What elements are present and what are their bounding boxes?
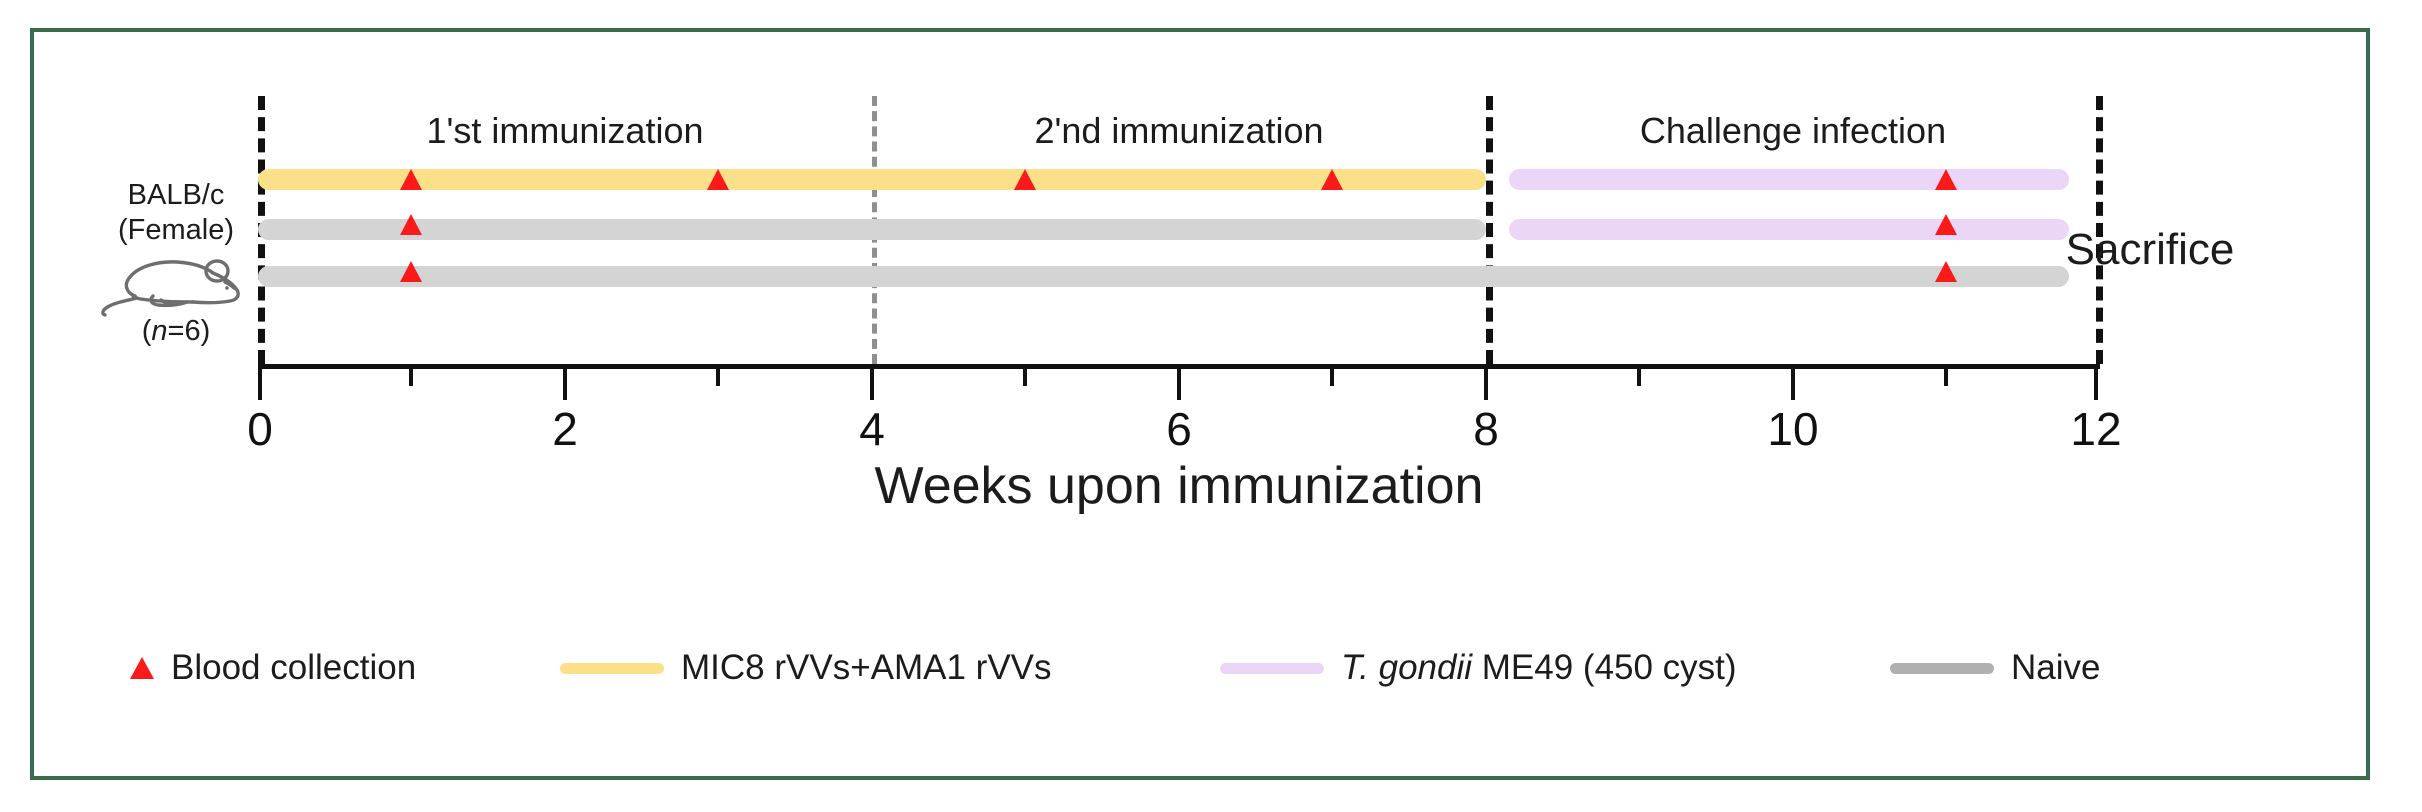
x-axis-line	[258, 364, 2100, 369]
blood-collection-marker	[707, 169, 729, 190]
x-tick-minor	[716, 367, 720, 386]
x-tick-major	[870, 367, 874, 400]
strain-label: BALB/c	[127, 179, 225, 211]
line-swatch-icon	[1890, 662, 1994, 674]
x-tick-label: 10	[1767, 403, 1819, 455]
x-tick-major	[258, 367, 262, 400]
legend-item-vaccine: MIC8 rVVs+AMA1 rVVs	[560, 648, 1220, 688]
legend-item-naive: Naive	[1890, 648, 2100, 688]
phase-title-1: 1'st immunization	[426, 110, 704, 151]
x-tick-label: 12	[2070, 403, 2122, 455]
divider-week-8	[1486, 96, 1493, 364]
x-tick-label: 2	[552, 403, 578, 455]
x-tick-minor	[409, 367, 413, 386]
blood-collection-marker	[400, 169, 422, 190]
legend: Blood collection MIC8 rVVs+AMA1 rVVs T. …	[130, 648, 2100, 688]
phase-title-2: 2'nd immunization	[1034, 110, 1324, 151]
x-tick-major	[1177, 367, 1181, 400]
legend-label-rest: ME49 (450 cyst)	[1472, 648, 1737, 687]
x-tick-label: 8	[1473, 403, 1499, 455]
mouse-icon	[101, 259, 240, 317]
bar-naive-row3	[258, 266, 2069, 287]
divider-week-12	[2096, 96, 2103, 364]
blood-collection-marker	[400, 214, 422, 235]
bar-immunization-row1	[258, 169, 1486, 190]
x-tick-major	[2094, 367, 2098, 400]
figure-border	[30, 28, 2370, 780]
x-tick-minor	[1023, 367, 1027, 386]
legend-item-challenge: T. gondii ME49 (450 cyst)	[1220, 648, 1890, 688]
x-tick-minor	[1944, 367, 1948, 386]
x-tick-label: 4	[859, 403, 885, 455]
legend-label: Blood collection	[171, 648, 417, 687]
triangle-icon	[130, 657, 154, 679]
blood-collection-marker	[1935, 169, 1957, 190]
timeline-plot: 1'st immunization 2'nd immunization Chal…	[247, 96, 2122, 455]
legend-item-blood-collection: Blood collection	[130, 648, 560, 688]
x-tick-major	[563, 367, 567, 400]
blood-collection-marker	[1321, 169, 1343, 190]
legend-label: Naive	[2011, 648, 2101, 687]
blood-collection-marker	[1935, 214, 1957, 235]
blood-collection-marker	[400, 261, 422, 282]
x-tick-label: 6	[1166, 403, 1192, 455]
bar-naive-row2	[258, 219, 1486, 240]
line-swatch-icon	[560, 662, 664, 674]
sample-size-label: (n=6)	[141, 314, 211, 347]
blood-collection-marker	[1935, 261, 1957, 282]
x-tick-minor	[1330, 367, 1334, 386]
subject-block: BALB/c (Female) (n=6)	[96, 178, 256, 348]
species-name: T. gondii	[1341, 648, 1473, 687]
legend-label: T. gondii ME49 (450 cyst)	[1341, 648, 1737, 688]
x-tick-major	[1484, 367, 1488, 400]
x-tick-major	[1791, 367, 1795, 400]
blood-collection-marker	[1014, 169, 1036, 190]
line-swatch-icon	[1220, 662, 1324, 674]
sex-label: (Female)	[117, 214, 234, 247]
bar-challenge-row1	[1509, 169, 2069, 190]
bar-challenge-row2	[1509, 219, 2069, 240]
x-axis-caption: Weeks upon immunization	[874, 457, 1484, 515]
x-tick-label: 0	[247, 403, 273, 455]
sacrifice-label: Sacrifice	[2065, 225, 2235, 274]
legend-label: MIC8 rVVs+AMA1 rVVs	[681, 648, 1052, 687]
x-tick-minor	[1637, 367, 1641, 386]
phase-title-3: Challenge infection	[1639, 110, 1947, 151]
